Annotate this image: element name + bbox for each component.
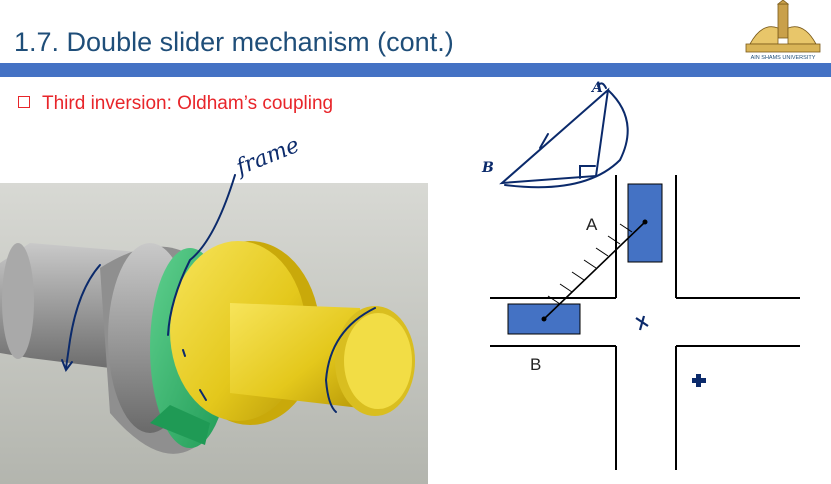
link-ab: [543, 221, 646, 320]
plus-icon: [692, 374, 706, 387]
oldham-coupling-image: [0, 183, 428, 484]
logo-caption: AIN SHAMS UNIVERSITY: [751, 55, 816, 61]
slide-title: 1.7. Double slider mechanism (cont.): [14, 27, 454, 57]
bullet-checkbox-icon: [18, 95, 30, 108]
bullet-text: Third inversion: Oldham’s coupling: [42, 93, 334, 114]
handwritten-frame-label: frame: [231, 133, 303, 182]
double-slider-diagram: [490, 175, 800, 470]
diagram-label-b: B: [530, 355, 542, 374]
title-bar: [0, 63, 831, 77]
bullet-item: Third inversion: Oldham’s coupling: [18, 93, 333, 115]
center-cross-icon: [635, 315, 649, 331]
university-logo: AIN SHAMS UNIVERSITY: [745, 0, 821, 61]
diagram-label-a: A: [586, 215, 598, 234]
pin-a: [642, 219, 648, 225]
sketch-label-a: A: [590, 80, 603, 96]
pin-b: [541, 316, 547, 322]
